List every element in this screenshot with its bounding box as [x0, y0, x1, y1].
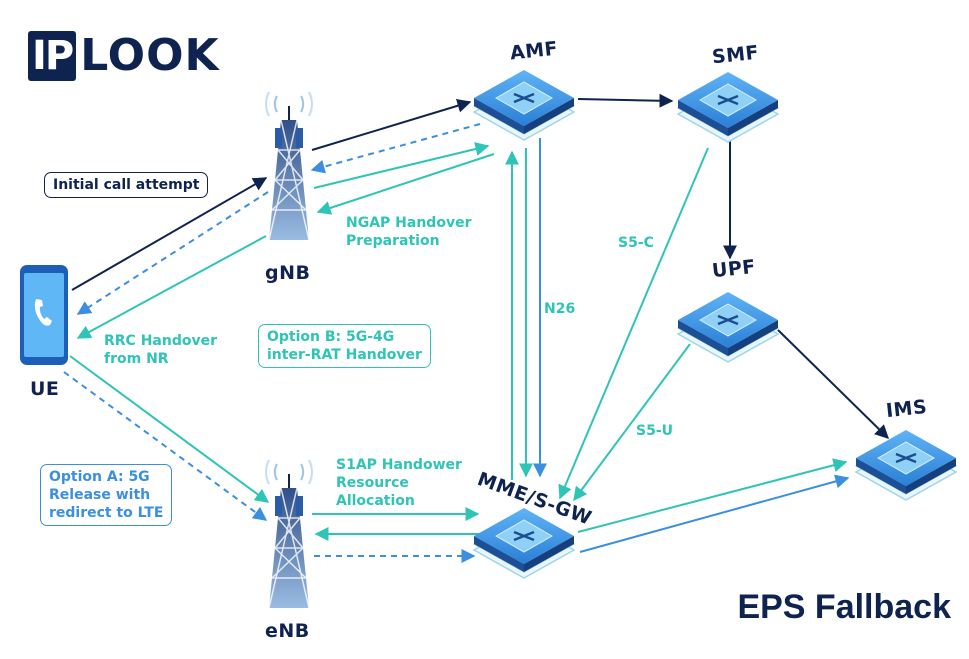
option-a-line3: redirect to LTE: [49, 505, 164, 521]
diagram-title: EPS Fallback: [737, 588, 951, 626]
ue-to-enb-dashed-arrow: [63, 371, 268, 521]
s5u-arrow: [573, 343, 691, 502]
option-a-line1: Option A: 5G: [49, 469, 150, 485]
smf-server-icon: [676, 70, 780, 144]
enb-tower-icon: [265, 459, 313, 609]
initial-call-attempt-box: Initial call attempt: [44, 172, 209, 198]
gnb-tower-icon: [265, 91, 313, 241]
gnb-to-ue-dashed-arrow: [76, 191, 269, 315]
gnb-to-ue-rrc-arrow: [76, 235, 267, 339]
n26-label: N26: [544, 301, 576, 317]
amf-to-gnb-dashed-arrow: [310, 123, 481, 174]
s1ap-line3: Allocation: [336, 493, 415, 509]
s5c-arrow: [558, 147, 709, 500]
option-b-line2: inter-RAT Handover: [267, 347, 422, 363]
option-b-box: Option B: 5G-4G inter-RAT Handover: [258, 324, 431, 368]
upf-to-ims-arrow: [777, 329, 889, 439]
mme-to-ims-teal-arrow: [577, 458, 848, 533]
amf-server-icon: [472, 68, 576, 142]
gnb-label: gNB: [265, 262, 311, 284]
rrc-line1: RRC Handover: [104, 333, 218, 349]
s1ap-handover-label: S1AP Handower Resource Allocation: [336, 456, 462, 510]
gnb-to-amf-arrow: [311, 98, 472, 151]
s1ap-line2: Resource: [336, 475, 409, 491]
smartphone-icon: [20, 265, 68, 365]
option-a-line2: Release with: [49, 487, 151, 503]
s5u-label: S5-U: [636, 423, 674, 439]
ue-to-gnb-call-arrow: [71, 177, 268, 291]
gnb-to-amf-teal-arrow: [313, 142, 490, 189]
ngap-line1: NGAP Handover: [346, 215, 472, 231]
ue-label: UE: [30, 378, 60, 400]
logo-wordmark: LOOK: [80, 30, 220, 81]
s5c-label: S5-C: [618, 235, 654, 251]
option-a-box: Option A: 5G Release with redirect to LT…: [40, 464, 173, 526]
rrc-line2: from NR: [104, 351, 169, 367]
ue-to-enb-teal-arrow: [69, 355, 270, 503]
upf-label: UPF: [710, 255, 757, 283]
upf-server-icon: [676, 290, 780, 364]
ngap-line2: Preparation: [346, 233, 440, 249]
initial-call-attempt-text: Initial call attempt: [53, 177, 200, 193]
amf-to-smf-arrow: [577, 93, 674, 108]
enb-label: eNB: [265, 620, 310, 642]
mme-to-ims-blue-arrow: [579, 474, 850, 553]
ims-label: IMS: [884, 395, 929, 423]
s1ap-line1: S1AP Handower: [336, 457, 462, 473]
logo-ip-mark: IP: [28, 31, 77, 81]
option-b-line1: Option B: 5G-4G: [267, 329, 395, 345]
iplook-logo: IP LOOK: [28, 31, 220, 81]
ngap-handover-label: NGAP Handover Preparation: [346, 214, 471, 250]
rrc-handover-label: RRC Handover from NR: [104, 332, 217, 368]
ims-server-icon: [854, 428, 958, 502]
amf-to-gnb-ngap-arrow: [316, 153, 495, 215]
